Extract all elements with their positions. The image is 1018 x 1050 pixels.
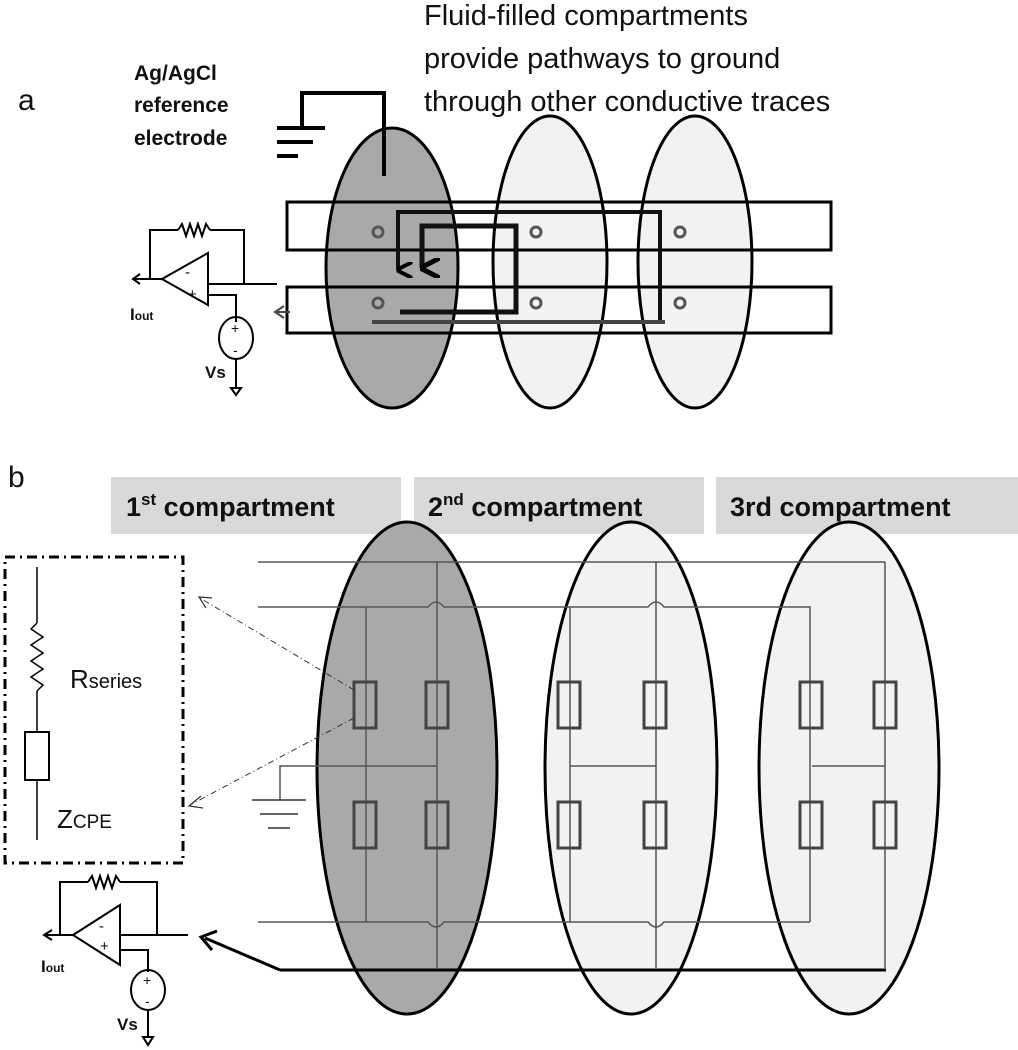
ground-icon bbox=[277, 126, 325, 158]
impedance-c2-bottom-right bbox=[642, 800, 668, 850]
electrode-label-2: reference bbox=[134, 94, 229, 117]
impedance-c3-top-left bbox=[798, 680, 824, 730]
impedance-c1-top-right bbox=[424, 680, 450, 730]
opamp-plus-sign: + bbox=[188, 286, 197, 303]
vs-minus-sign: - bbox=[233, 342, 238, 358]
impedance-c1-top-left bbox=[352, 680, 378, 730]
equivalent-circuit-box bbox=[3, 555, 185, 865]
opamp-b-plus-sign: + bbox=[100, 938, 109, 955]
rseries-label: Rseries bbox=[70, 664, 142, 694]
op-amp-circuit-a bbox=[131, 220, 290, 397]
opamp-minus-sign: - bbox=[185, 264, 190, 281]
rseries-resistor-icon bbox=[29, 622, 45, 692]
impedance-c1-bottom-right bbox=[424, 800, 450, 850]
electrode-label-1: Ag/AgCl bbox=[134, 62, 217, 85]
opamp-b-minus-sign: - bbox=[99, 918, 104, 935]
connection-arrow bbox=[204, 936, 281, 972]
trace-bar-upper bbox=[285, 200, 833, 252]
feedback-resistor-icon bbox=[177, 220, 211, 240]
caption-line-2: provide pathways to ground bbox=[424, 43, 780, 75]
panel-b-label: b bbox=[8, 461, 25, 494]
op-amp-icon bbox=[159, 251, 209, 307]
vs-b-plus-sign: + bbox=[143, 972, 151, 988]
compartment-1-ellipse bbox=[324, 126, 460, 410]
reference-electrode-wire bbox=[300, 91, 386, 176]
header-bg-1 bbox=[111, 477, 401, 534]
feedback-resistor-b-icon bbox=[87, 872, 121, 892]
current-path-outer bbox=[396, 210, 662, 320]
compartment-b2-ellipse bbox=[543, 520, 719, 1016]
panel-b: b 1st compartment 2nd compartment 3rd co… bbox=[3, 461, 1018, 1047]
impedance-c3-top-right bbox=[872, 680, 898, 730]
op-amp-b-icon bbox=[71, 903, 121, 967]
caption-line-1: Fluid-filled compartments bbox=[424, 0, 748, 32]
impedance-c3-bottom-right bbox=[872, 800, 898, 850]
vs-b-minus-sign: - bbox=[145, 993, 150, 1009]
op-amp-circuit-b bbox=[42, 872, 188, 1047]
zcpe-label: ZCPE bbox=[57, 804, 112, 834]
compartment-3-header: 3rd compartment bbox=[730, 492, 951, 522]
ground-arrow-icon bbox=[229, 387, 243, 397]
impedance-c2-bottom-left bbox=[556, 800, 582, 850]
electrode-label-3: electrode bbox=[134, 127, 227, 150]
iout-label-b: Iout bbox=[41, 957, 64, 976]
compartment-2-ellipse bbox=[491, 114, 609, 410]
compartment-2-header: 2nd compartment bbox=[428, 490, 642, 522]
vs-plus-sign: + bbox=[231, 320, 239, 336]
header-bg-2 bbox=[414, 477, 704, 534]
equivalent-circuit bbox=[24, 567, 50, 840]
impedance-c3-bottom-left bbox=[798, 800, 824, 850]
trace-lines bbox=[258, 561, 886, 968]
compartment-b1-ellipse bbox=[315, 520, 499, 1016]
panel-a-label: a bbox=[18, 84, 35, 117]
callout-arrows bbox=[189, 597, 355, 806]
zcpe-element-icon bbox=[24, 731, 50, 781]
compartment-3-ellipse bbox=[636, 114, 754, 410]
caption-line-3: through other conductive traces bbox=[424, 86, 830, 118]
impedance-elements bbox=[352, 680, 898, 850]
vs-label-a: Vs bbox=[205, 363, 226, 382]
compartment-b3-ellipse bbox=[757, 520, 941, 1016]
impedance-c2-top-right bbox=[642, 680, 668, 730]
compartment-1-header: 1st compartment bbox=[126, 490, 335, 522]
ground-arrow-b-icon bbox=[141, 1036, 155, 1047]
iout-label-a: Iout bbox=[130, 305, 153, 324]
callout-arrowheads bbox=[187, 596, 213, 809]
impedance-c1-bottom-left bbox=[352, 800, 378, 850]
header-bg-3 bbox=[716, 477, 1018, 534]
trace-bar-lower bbox=[285, 285, 833, 335]
ground-icon-b bbox=[252, 799, 306, 829]
panel-a: a Fluid-filled compartments provide path… bbox=[18, 0, 833, 410]
current-path-inner bbox=[400, 223, 519, 315]
impedance-c2-top-left bbox=[556, 680, 582, 730]
connection-arrowhead bbox=[198, 929, 218, 951]
electrode-pads bbox=[371, 225, 687, 310]
vs-label-b: Vs bbox=[117, 1015, 138, 1034]
